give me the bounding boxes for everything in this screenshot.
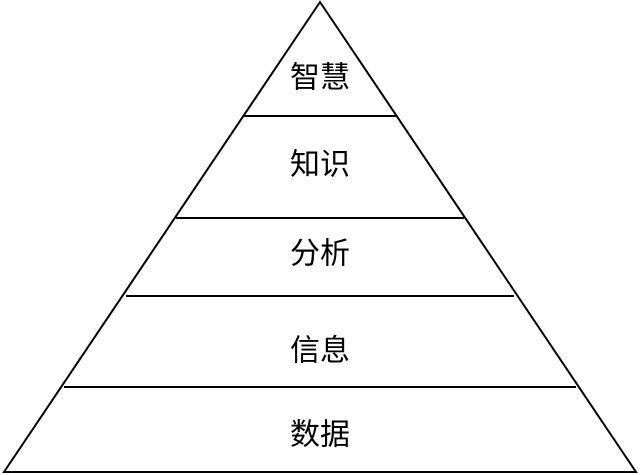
layer-label-information: 信息	[290, 334, 350, 369]
layer-label-knowledge: 知识	[290, 148, 350, 183]
layer-label-analysis: 分析	[290, 237, 350, 272]
layer-label-data: 数据	[290, 418, 350, 453]
layer-label-wisdom: 智慧	[290, 61, 350, 96]
